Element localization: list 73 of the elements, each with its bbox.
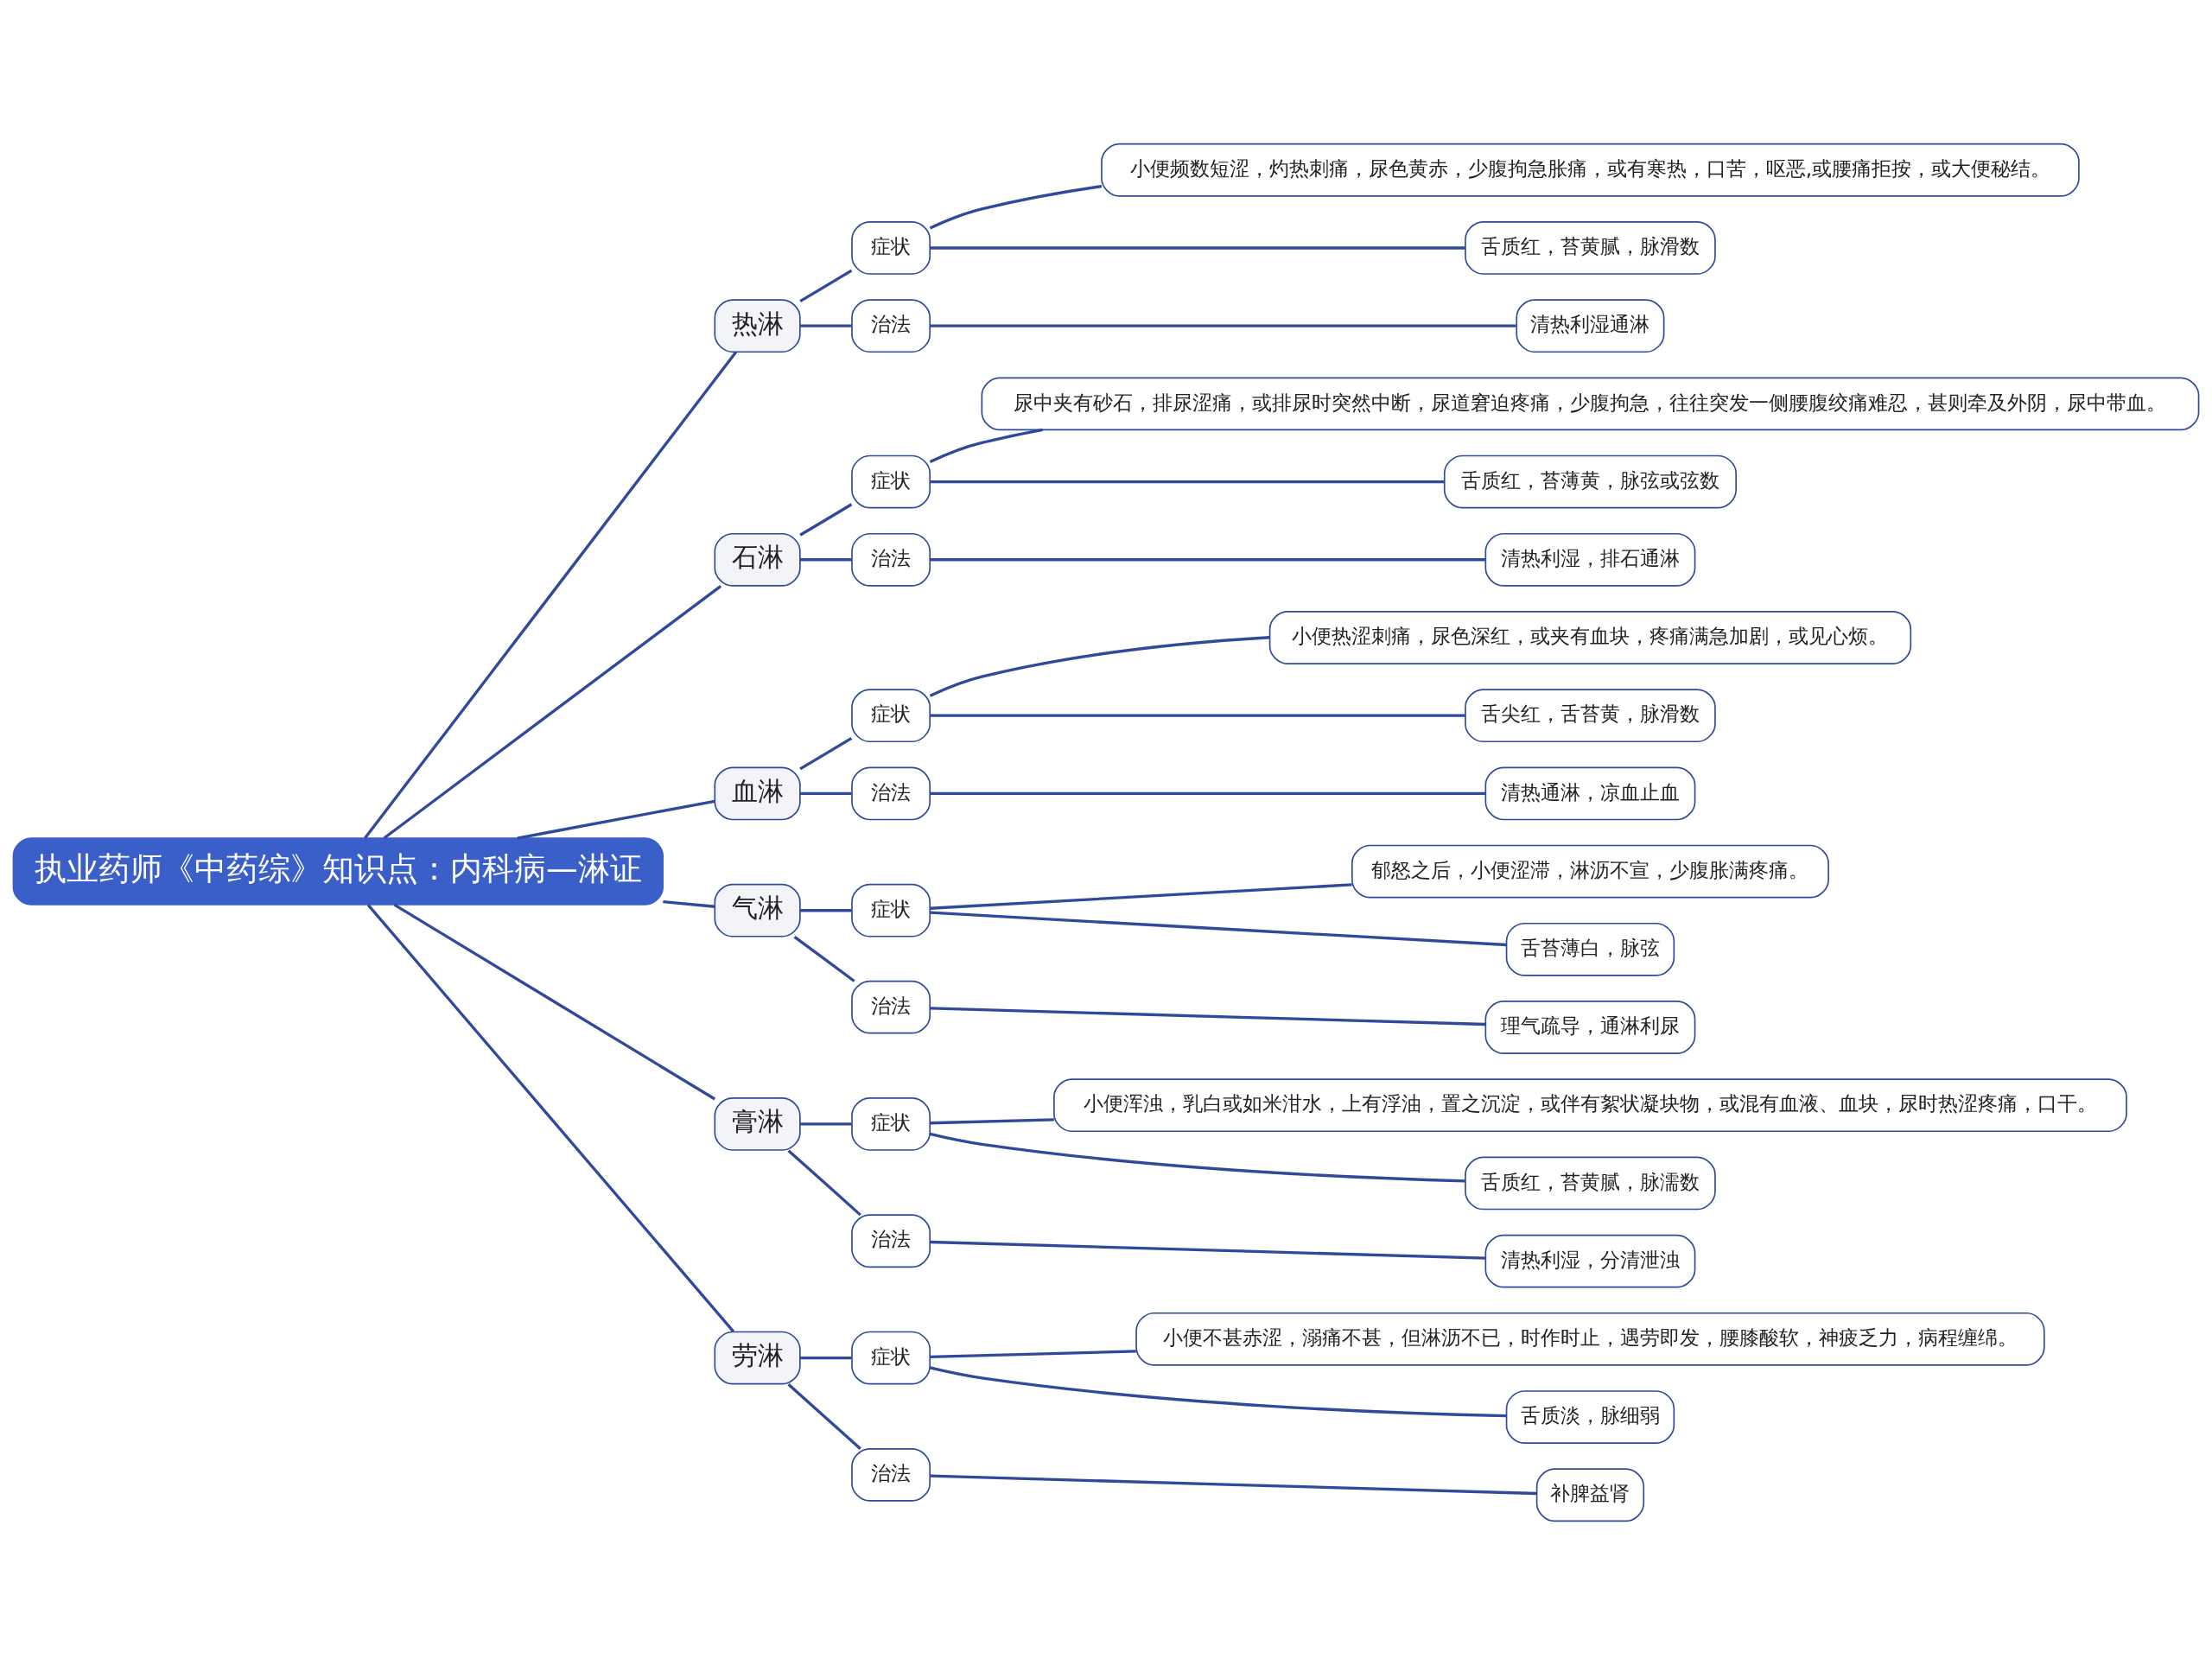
node-box: 执业药师《中药综》知识点：内科病—淋证 — [12, 837, 664, 906]
connector — [929, 1366, 1507, 1418]
connector — [929, 428, 1044, 464]
node-box: 小便不甚赤涩，溺痛不甚，但淋沥不已，时作时止，遇劳即发，腰膝酸软，神疲乏力，病程缠绵。 — [1135, 1312, 2045, 1366]
connector — [663, 899, 715, 908]
connector — [800, 1122, 852, 1126]
connector — [800, 909, 852, 912]
node-box: 症状 — [851, 454, 931, 509]
connector — [929, 1132, 1465, 1183]
connector — [930, 1007, 1486, 1026]
connector — [930, 1240, 1486, 1260]
connector — [800, 324, 852, 327]
node-box: 尿中夹有砂石，排尿涩痛，或排尿时突然中断，尿道窘迫疼痛，少腹拘急，往往突发一侧腰腹绞痛难忍，甚则牵及外阴，尿中带血。 — [981, 377, 2200, 431]
node-box: 劳淋 — [714, 1331, 801, 1385]
connector — [930, 1118, 1054, 1125]
connector — [930, 324, 1516, 327]
node-box: 症状 — [851, 1331, 931, 1385]
node-box: 清热利湿通淋 — [1516, 299, 1665, 353]
node-box: 治法 — [851, 1447, 931, 1502]
node-box: 舌质红，苔黄腻，脉滑数 — [1465, 221, 1716, 275]
node-box: 症状 — [851, 689, 931, 743]
connector — [929, 184, 1103, 230]
connector — [800, 791, 852, 796]
connector — [930, 791, 1486, 796]
node-box: 治法 — [851, 980, 931, 1034]
node-box: 舌质红，苔薄黄，脉弦或弦数 — [1443, 454, 1737, 509]
connector — [793, 935, 855, 982]
connector — [930, 883, 1352, 910]
node-box: 舌苔薄白，脉弦 — [1505, 922, 1675, 976]
connector — [787, 1383, 861, 1450]
connector — [929, 636, 1270, 697]
connector — [930, 1474, 1537, 1496]
node-box: 气淋 — [714, 883, 801, 937]
connector — [393, 903, 716, 1101]
connector — [800, 1356, 852, 1360]
connector — [799, 736, 853, 771]
node-box: 清热通淋，凉血止血 — [1484, 766, 1696, 821]
node-box: 小便浑浊，乳白或如米泔水，上有浮油，置之沉淀，或伴有絮状凝块物，或混有血液、血块，尿时热涩疼痛，口干。 — [1053, 1078, 2127, 1133]
connector — [383, 585, 722, 840]
connector — [787, 1149, 861, 1217]
connector — [364, 351, 737, 840]
node-box: 舌尖红，舌苔黄，脉滑数 — [1465, 689, 1716, 743]
connector — [800, 558, 852, 562]
connector — [366, 904, 735, 1333]
node-box: 症状 — [851, 883, 931, 937]
node-box: 补脾益肾 — [1535, 1468, 1645, 1522]
connector — [799, 503, 853, 537]
node-box: 石淋 — [714, 532, 801, 587]
node-box: 治法 — [851, 532, 931, 587]
node-box: 清热利湿，排石通淋 — [1484, 532, 1696, 587]
node-box: 清热利湿，分清泄浊 — [1484, 1234, 1696, 1288]
connector — [930, 246, 1465, 250]
node-box: 血淋 — [714, 766, 801, 821]
node-box: 舌质淡，脉细弱 — [1505, 1390, 1675, 1444]
node-box: 小便热涩刺痛，尿色深红，或夹有血块，疼痛满急加剧，或见心烦。 — [1268, 611, 1912, 664]
node-box: 舌质红，苔黄腻，脉濡数 — [1465, 1156, 1716, 1211]
node-box: 症状 — [851, 221, 931, 275]
connector — [930, 480, 1445, 484]
connector — [799, 269, 853, 303]
node-box: 治法 — [851, 1214, 931, 1268]
node-box: 郁怒之后，小便涩滞，淋沥不宣，少腹胀满疼痛。 — [1351, 844, 1829, 899]
node-box: 治法 — [851, 299, 931, 353]
node-box: 症状 — [851, 1097, 931, 1151]
node-box: 膏淋 — [714, 1097, 801, 1151]
node-box: 热淋 — [714, 299, 801, 353]
connector — [930, 911, 1507, 947]
node-box: 小便频数短涩，灼热刺痛，尿色黄赤，少腹拘急胀痛，或有寒热，口苦，呕恶,或腰痛拒按，或大便秘结。 — [1101, 143, 2080, 197]
node-box: 治法 — [851, 766, 931, 821]
node-box: 理气疏导，通淋利尿 — [1484, 1001, 1696, 1054]
connector — [930, 1350, 1136, 1359]
connector — [930, 558, 1486, 562]
connector — [930, 714, 1465, 717]
connector — [517, 799, 715, 840]
